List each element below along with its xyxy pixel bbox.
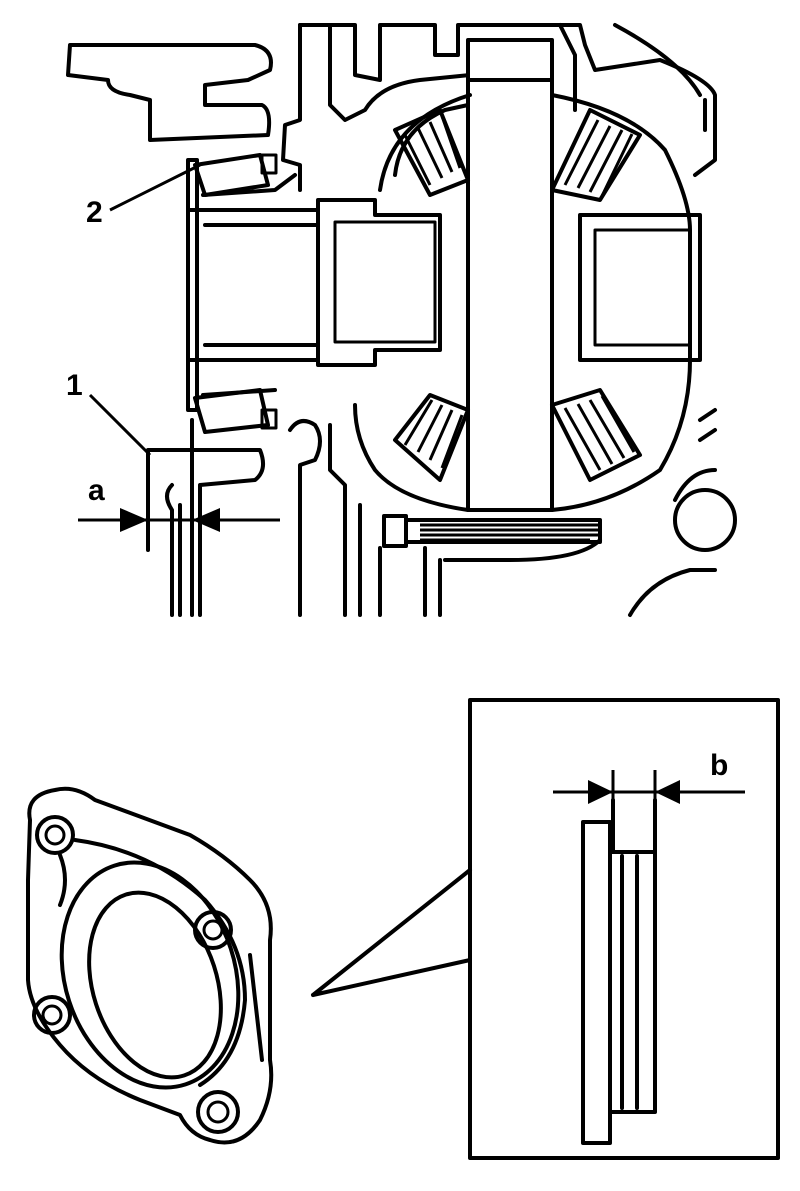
detail-frame: [468, 698, 780, 1160]
bolt-holes: [32, 815, 240, 1134]
callout-b: b: [710, 749, 728, 782]
dimension-b: [553, 770, 745, 815]
callout-2: 2: [86, 196, 103, 229]
retainer-plate-bore: [59, 860, 241, 1090]
housing-boss: [673, 488, 737, 552]
ring-gear-bolt: [382, 514, 602, 548]
detail-view-box: b: [468, 698, 780, 1160]
bearing-retainer-shim: [186, 158, 199, 412]
callout-1: 1: [66, 369, 83, 402]
leader-1: [88, 393, 152, 457]
housing-wall-top: [298, 23, 717, 177]
side-gear-left: [316, 198, 442, 367]
dimension-a: [78, 455, 280, 550]
side-gear-right: [578, 213, 702, 362]
lower-pinion-gears: [393, 388, 642, 482]
retainer-plate-rim: [73, 838, 247, 1087]
callout-a: a: [88, 474, 105, 507]
leader-2: [109, 163, 201, 212]
retainer-plate-bore-inner: [87, 890, 223, 1080]
side-bearing: [193, 153, 297, 434]
pinion-shaft: [466, 38, 554, 512]
upper-pinion-gears: [393, 108, 642, 202]
detail-shim-profile: [581, 820, 657, 1145]
axle-shaft: [188, 208, 320, 362]
retainer-plate-outline: [26, 786, 274, 1145]
retainer-plate-illustration: [26, 786, 274, 1145]
housing-flange: [66, 43, 273, 142]
housing-wall-left: [281, 23, 302, 192]
housing-top-right: [558, 23, 707, 132]
case-inner-left: [393, 103, 470, 177]
housing-top-inner: [328, 23, 472, 122]
housing-lower-wall: [288, 419, 362, 617]
differential-cross-section: 2 1 a: [66, 23, 737, 617]
detail-callout-pointer: [311, 868, 472, 997]
